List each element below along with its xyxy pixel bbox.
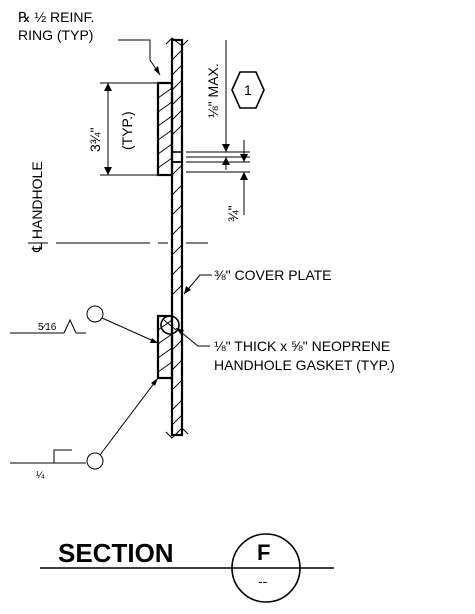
- dim-three-three-quarter-value: 3¾": [87, 128, 103, 152]
- weld-symbol-lower: [10, 377, 159, 470]
- gasket-leader: [175, 327, 210, 347]
- dim-three-three-quarter-label: (TYP.): [119, 111, 135, 150]
- reinf-ring-leader: [118, 39, 161, 76]
- weld-lower-size: ¼: [36, 469, 45, 481]
- upper-ring-hatch: [157, 87, 173, 169]
- lower-ring-hatch: [157, 319, 173, 373]
- dim-eighth-max-label: ⅛" MAX.: [205, 63, 221, 118]
- lower-reinf-ring: [156, 314, 174, 380]
- upper-reinf-ring: [156, 81, 174, 177]
- dim-three-quarter: [186, 140, 250, 215]
- section-sheet-reference: --: [258, 573, 268, 589]
- section-title-block: [40, 533, 334, 603]
- section-letter: F: [257, 540, 270, 565]
- dim-eighth-max: [186, 40, 250, 170]
- gasket-note-line1: ⅛" THICK x ⅝" NEOPRENE: [214, 338, 390, 354]
- weld-symbol-upper: [10, 305, 159, 344]
- detail-tag-number: 1: [244, 82, 252, 98]
- reinf-ring-note-line2: RING (TYP): [18, 27, 93, 43]
- cover-plate-section: [165, 37, 189, 439]
- centerline-handhole-label: ℄ HANDHOLE: [29, 161, 45, 253]
- cover-plate-note: ⅜" COVER PLATE: [214, 267, 332, 283]
- gasket-note-line2: HANDHOLE GASKET (TYP.): [214, 357, 395, 373]
- cover-plate-hatch: [171, 49, 183, 426]
- detail-hex-tag: [231, 71, 265, 109]
- weld-upper-size: 5⁄16: [38, 322, 57, 333]
- section-title: SECTION: [58, 538, 174, 568]
- cover-plate-leader: [183, 274, 212, 295]
- dim-three-quarter-label: ¾": [225, 205, 241, 222]
- reinf-ring-note-line1: ℞ ½ REINF.: [18, 9, 94, 25]
- lower-gasket: [160, 315, 180, 335]
- dim-three-three-quarter: [100, 82, 158, 176]
- upper-gasket-detail: [171, 151, 183, 163]
